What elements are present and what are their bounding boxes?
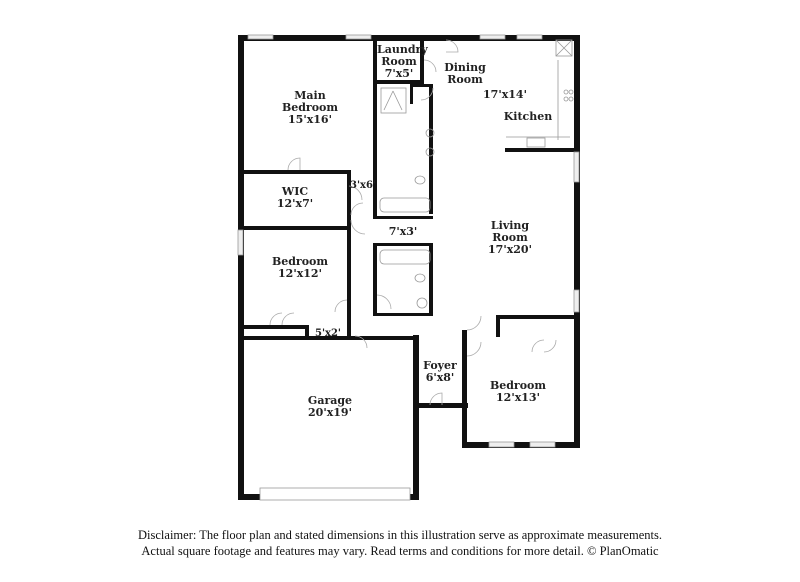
dining-label: Dining Room: [440, 62, 490, 86]
hall-closet-label: 7'x3': [388, 225, 418, 238]
garage-dims: 20'x19': [308, 406, 352, 419]
foyer-label: Foyer 6'x8': [418, 360, 462, 384]
wic-label: WIC 12'x7': [260, 186, 330, 210]
bedroom-east-label: Bedroom 12'x13': [480, 380, 556, 404]
door-swings: [269, 39, 557, 406]
laundry-name-1: Laundry: [377, 43, 428, 56]
closet-3x6-label: 3'x6': [349, 180, 376, 191]
disclaimer-line-1: Disclaimer: The floor plan and stated di…: [138, 528, 662, 542]
dining-name-2: Room: [447, 73, 483, 86]
wic-name: WIC: [281, 185, 309, 198]
fixtures: [379, 39, 574, 309]
wic-dims: 12'x7': [276, 197, 314, 210]
laundry-dims: 7'x5': [384, 67, 414, 80]
living-dims: 17'x20': [488, 243, 532, 256]
laundry-label: Laundry Room 7'x5': [377, 43, 428, 80]
living-name-2: Room: [492, 231, 528, 244]
foyer-name: Foyer: [423, 359, 457, 372]
main-bedroom-name-2: Bedroom: [281, 101, 339, 114]
bedroom-east-dims: 12'x13': [496, 391, 540, 404]
living-room-label: Living Room 17'x20': [475, 220, 545, 256]
dining-name-1: Dining: [444, 61, 486, 74]
main-bedroom-label: Main Bedroom 15'x16': [270, 90, 350, 126]
living-name-1: Living: [490, 219, 530, 232]
windows: [237, 34, 580, 501]
foyer-dims: 6'x8': [425, 371, 455, 384]
main-bedroom-name-1: Main: [294, 89, 326, 102]
main-bedroom-dims: 15'x16': [288, 113, 332, 126]
kitchen-dims: 17'x14': [483, 88, 527, 101]
garage-label: Garage 20'x19': [290, 395, 370, 419]
disclaimer: Disclaimer: The floor plan and stated di…: [0, 527, 800, 559]
laundry-name-2: Room: [381, 55, 417, 68]
interior-walls: [241, 38, 580, 340]
garage-name: Garage: [307, 394, 353, 407]
closet-5x2-label: 5'x2': [314, 328, 341, 339]
bedroom-west-dims: 12'x12': [278, 267, 322, 280]
kitchen-label: Kitchen: [503, 110, 553, 123]
disclaimer-line-2: Actual square footage and features may v…: [141, 544, 659, 558]
bedroom-west-label: Bedroom 12'x12': [260, 256, 340, 280]
bedroom-east-name: Bedroom: [489, 379, 547, 392]
bedroom-west-name: Bedroom: [271, 255, 329, 268]
